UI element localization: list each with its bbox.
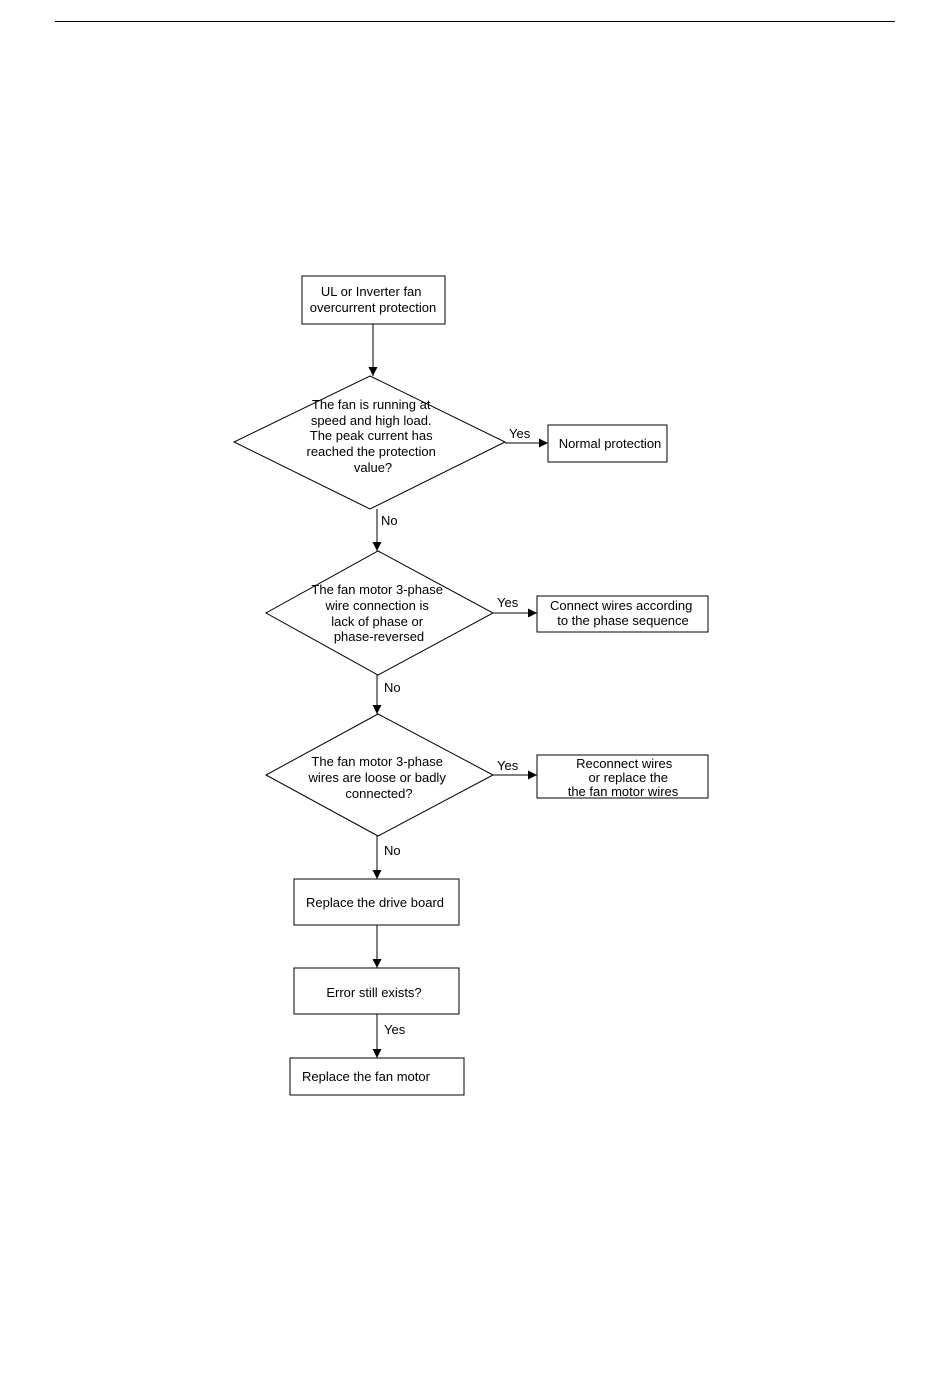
reconnect-wires-line-2: or replace the [588,770,668,785]
decision-3-line-1: The fan motor 3-phase [311,754,443,769]
b2-yes-label: Yes [384,1022,406,1037]
decision-3-text: The fan motor 3-phase wires are loose or… [308,754,450,801]
connect-wires-text: Connect wires according to the phase seq… [550,598,696,628]
replace-fan-motor-line-1: Replace the fan motor [302,1069,431,1084]
decision-1-line-1: The fan is running at [312,397,431,412]
connect-wires-box [536,595,709,633]
decision-2-line-4: phase-reversed [334,629,424,644]
start-line-1: UL or Inverter fan [321,284,422,299]
replace-fan-motor-text: Replace the fan motor [302,1069,431,1084]
reconnect-wires-box [536,754,709,799]
header-rule [55,21,895,22]
replace-drive-board-line-1: Replace the drive board [306,895,444,910]
decision-1-line-5: value? [354,460,392,475]
connect-wires-line-2: to the phase sequence [557,613,689,628]
normal-protection-box [547,424,668,463]
normal-protection-line-1: Normal protection [559,436,662,451]
replace-drive-board-box [293,878,460,926]
decision-1-line-3: The peak current has [310,428,433,443]
replace-fan-motor-box [289,1057,465,1096]
reconnect-wires-line-1: Reconnect wires [576,756,673,771]
d1-no-label: No [381,513,398,528]
d2-no-label: No [384,680,401,695]
decision-3-line-2: wires are loose or badly [308,770,447,785]
decision-1-line-4: reached the protection [307,444,436,459]
decision-2-line-3: lack of phase or [331,614,423,629]
error-exists-line-1: Error still exists? [326,985,421,1000]
start-text: UL or Inverter fan overcurrent protectio… [310,284,436,315]
start-line-2: overcurrent protection [310,300,436,315]
decision-2-line-2: wire connection is [325,598,430,613]
replace-drive-board-text: Replace the drive board [306,895,444,910]
reconnect-wires-text: Reconnect wires or replace the the fan m… [568,756,679,799]
decision-2-diamond [264,550,495,676]
decision-3-line-3: connected? [345,786,412,801]
error-exists-text: Error still exists? [326,985,421,1000]
normal-protection-text: Normal protection [559,436,662,451]
decision-1-line-2: speed and high load. [311,413,432,428]
decision-1-diamond [232,375,507,510]
decision-3-diamond [264,713,495,837]
d3-yes-label: Yes [497,758,519,773]
connect-wires-line-1: Connect wires according [550,598,692,613]
decision-1-text: The fan is running at speed and high loa… [307,397,440,475]
reconnect-wires-line-3: the fan motor wires [568,784,679,799]
decision-2-line-1: The fan motor 3-phase [311,582,443,597]
d1-yes-label: Yes [509,426,531,441]
d2-yes-label: Yes [497,595,519,610]
d3-no-label: No [384,843,401,858]
decision-2-text: The fan motor 3-phase wire connection is… [311,582,446,644]
